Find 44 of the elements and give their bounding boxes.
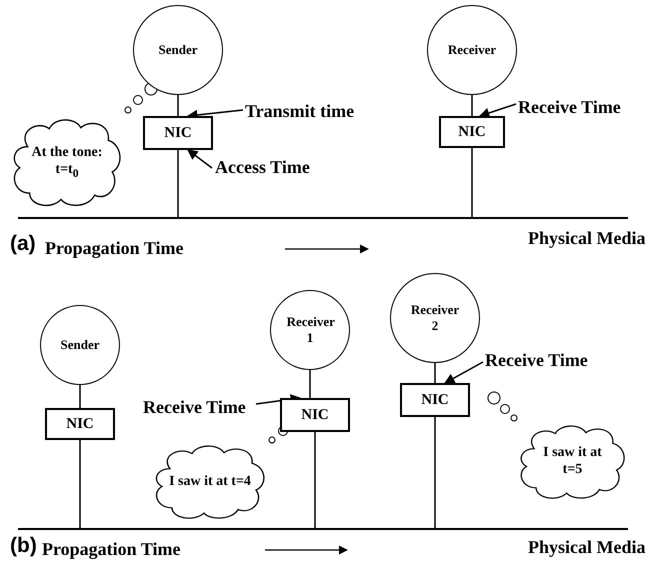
leader-arrow bbox=[187, 149, 212, 169]
connection-line bbox=[434, 363, 436, 383]
connection-line bbox=[314, 432, 316, 528]
connection-line bbox=[471, 148, 473, 217]
connection-line bbox=[434, 417, 436, 528]
connection-line bbox=[471, 95, 473, 116]
annotation-label: Transmit time bbox=[245, 101, 354, 122]
bus-line bbox=[18, 217, 628, 219]
nic-box bbox=[280, 398, 350, 432]
annotation-label: Receive Time bbox=[518, 97, 621, 118]
connection-line bbox=[79, 440, 81, 528]
thought-text: I saw it at t=4 bbox=[168, 474, 252, 490]
nic-label: NIC bbox=[66, 416, 94, 432]
connection-line bbox=[309, 370, 311, 398]
leader-arrow bbox=[478, 103, 516, 118]
annotation-label: Access Time bbox=[215, 157, 310, 178]
station-label: Receiver bbox=[446, 42, 498, 58]
panel-label: (a) bbox=[10, 232, 36, 256]
nic-box bbox=[143, 116, 213, 150]
nic-label: NIC bbox=[421, 392, 449, 408]
station-label: Sender bbox=[157, 42, 198, 58]
thought-text: I saw it at t=5 bbox=[542, 445, 603, 479]
axis-label: Propagation Time bbox=[42, 539, 181, 560]
station-label: Receiver 1 bbox=[286, 314, 334, 346]
axis-label: Propagation Time bbox=[45, 238, 184, 259]
annotation-label: Receive Time bbox=[485, 350, 588, 371]
station-label: Sender bbox=[59, 337, 100, 353]
thought-text: At the tone: t=t$_{0}$ bbox=[30, 144, 104, 180]
media-label: Physical Media bbox=[528, 537, 646, 558]
nic-box bbox=[439, 116, 505, 148]
nic-label: NIC bbox=[301, 406, 329, 424]
media-label: Physical Media bbox=[528, 228, 646, 249]
annotation-label: Receive Time bbox=[143, 397, 246, 418]
leader-arrow bbox=[444, 361, 484, 384]
bus-line bbox=[18, 528, 628, 530]
station-label: Receiver 2 bbox=[410, 302, 460, 334]
nic-label: NIC bbox=[164, 124, 192, 142]
connection-line bbox=[79, 385, 81, 408]
connection-line bbox=[177, 95, 179, 116]
nic-label: NIC bbox=[458, 124, 486, 140]
nic-box bbox=[400, 383, 470, 417]
connection-line bbox=[177, 150, 179, 217]
panel-label: (b) bbox=[10, 534, 37, 558]
nic-box bbox=[45, 408, 115, 440]
